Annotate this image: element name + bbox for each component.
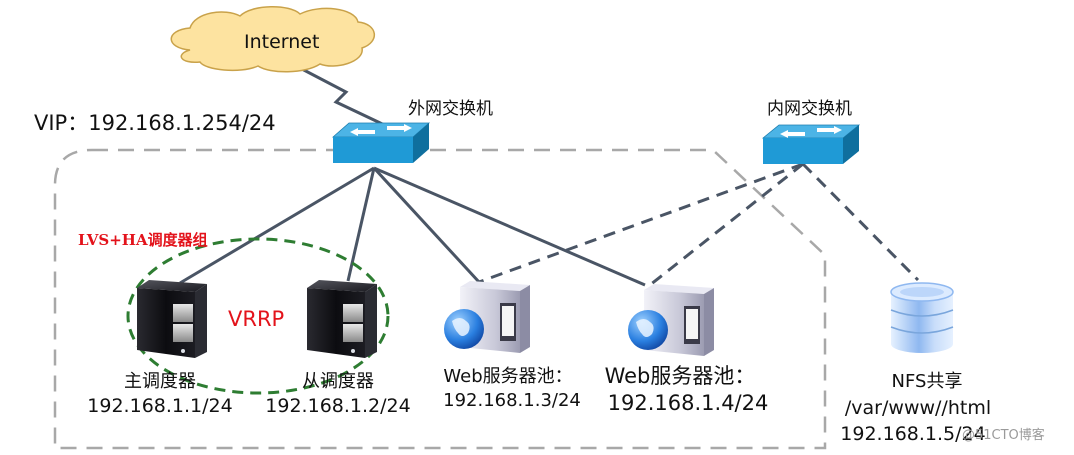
internet-label: Internet xyxy=(244,31,320,53)
nfs-database-icon xyxy=(890,282,954,353)
inner-switch-label: 内网交换机 xyxy=(767,99,852,119)
backup-ip: 192.168.1.2/24 xyxy=(265,395,411,417)
web2-name: Web服务器池： xyxy=(604,364,756,388)
edge-inner-web2 xyxy=(649,162,804,287)
edge-outer-backup xyxy=(346,167,376,282)
watermark: @51CTO博客 xyxy=(962,428,1045,443)
edge-outer-master xyxy=(179,166,375,285)
backup-name: 从调度器 xyxy=(302,371,374,392)
backup-server-icon xyxy=(307,280,377,358)
edge-internet-outer-switch xyxy=(299,66,396,132)
nfs-path: /var/www//html xyxy=(844,397,992,419)
web2-ip: 192.168.1.4/24 xyxy=(607,391,769,415)
edges-inner-switch xyxy=(478,162,920,287)
vrrp-ring xyxy=(126,237,390,395)
web-server-2-icon xyxy=(628,284,714,356)
master-name: 主调度器 xyxy=(124,371,196,392)
outer-switch-icon xyxy=(331,122,431,163)
edge-inner-web1 xyxy=(478,162,804,284)
web1-ip: 192.168.1.3/24 xyxy=(443,390,581,411)
vrrp-label: VRRP xyxy=(228,307,285,331)
lvs-group-label: LVS+HA调度器组 xyxy=(78,231,208,249)
nfs-name: NFS共享 xyxy=(891,371,963,392)
web-server-1-icon xyxy=(444,281,530,353)
nfs-ip: 192.168.1.5/24 xyxy=(840,423,986,445)
cluster-boundary xyxy=(53,148,827,450)
inner-switch-icon xyxy=(761,124,861,164)
edge-inner-nfs xyxy=(801,162,920,282)
master-ip: 192.168.1.1/24 xyxy=(87,395,233,417)
master-server-icon xyxy=(137,280,207,358)
vip-label: VIP：192.168.1.254/24 xyxy=(34,111,276,135)
web1-name: Web服务器池： xyxy=(443,366,573,387)
edge-outer-web2 xyxy=(373,166,646,287)
edges-outer-switch xyxy=(179,166,646,287)
edge-outer-web1 xyxy=(372,166,481,284)
internet-cloud-icon xyxy=(170,6,375,73)
outer-switch-label: 外网交换机 xyxy=(408,99,493,119)
